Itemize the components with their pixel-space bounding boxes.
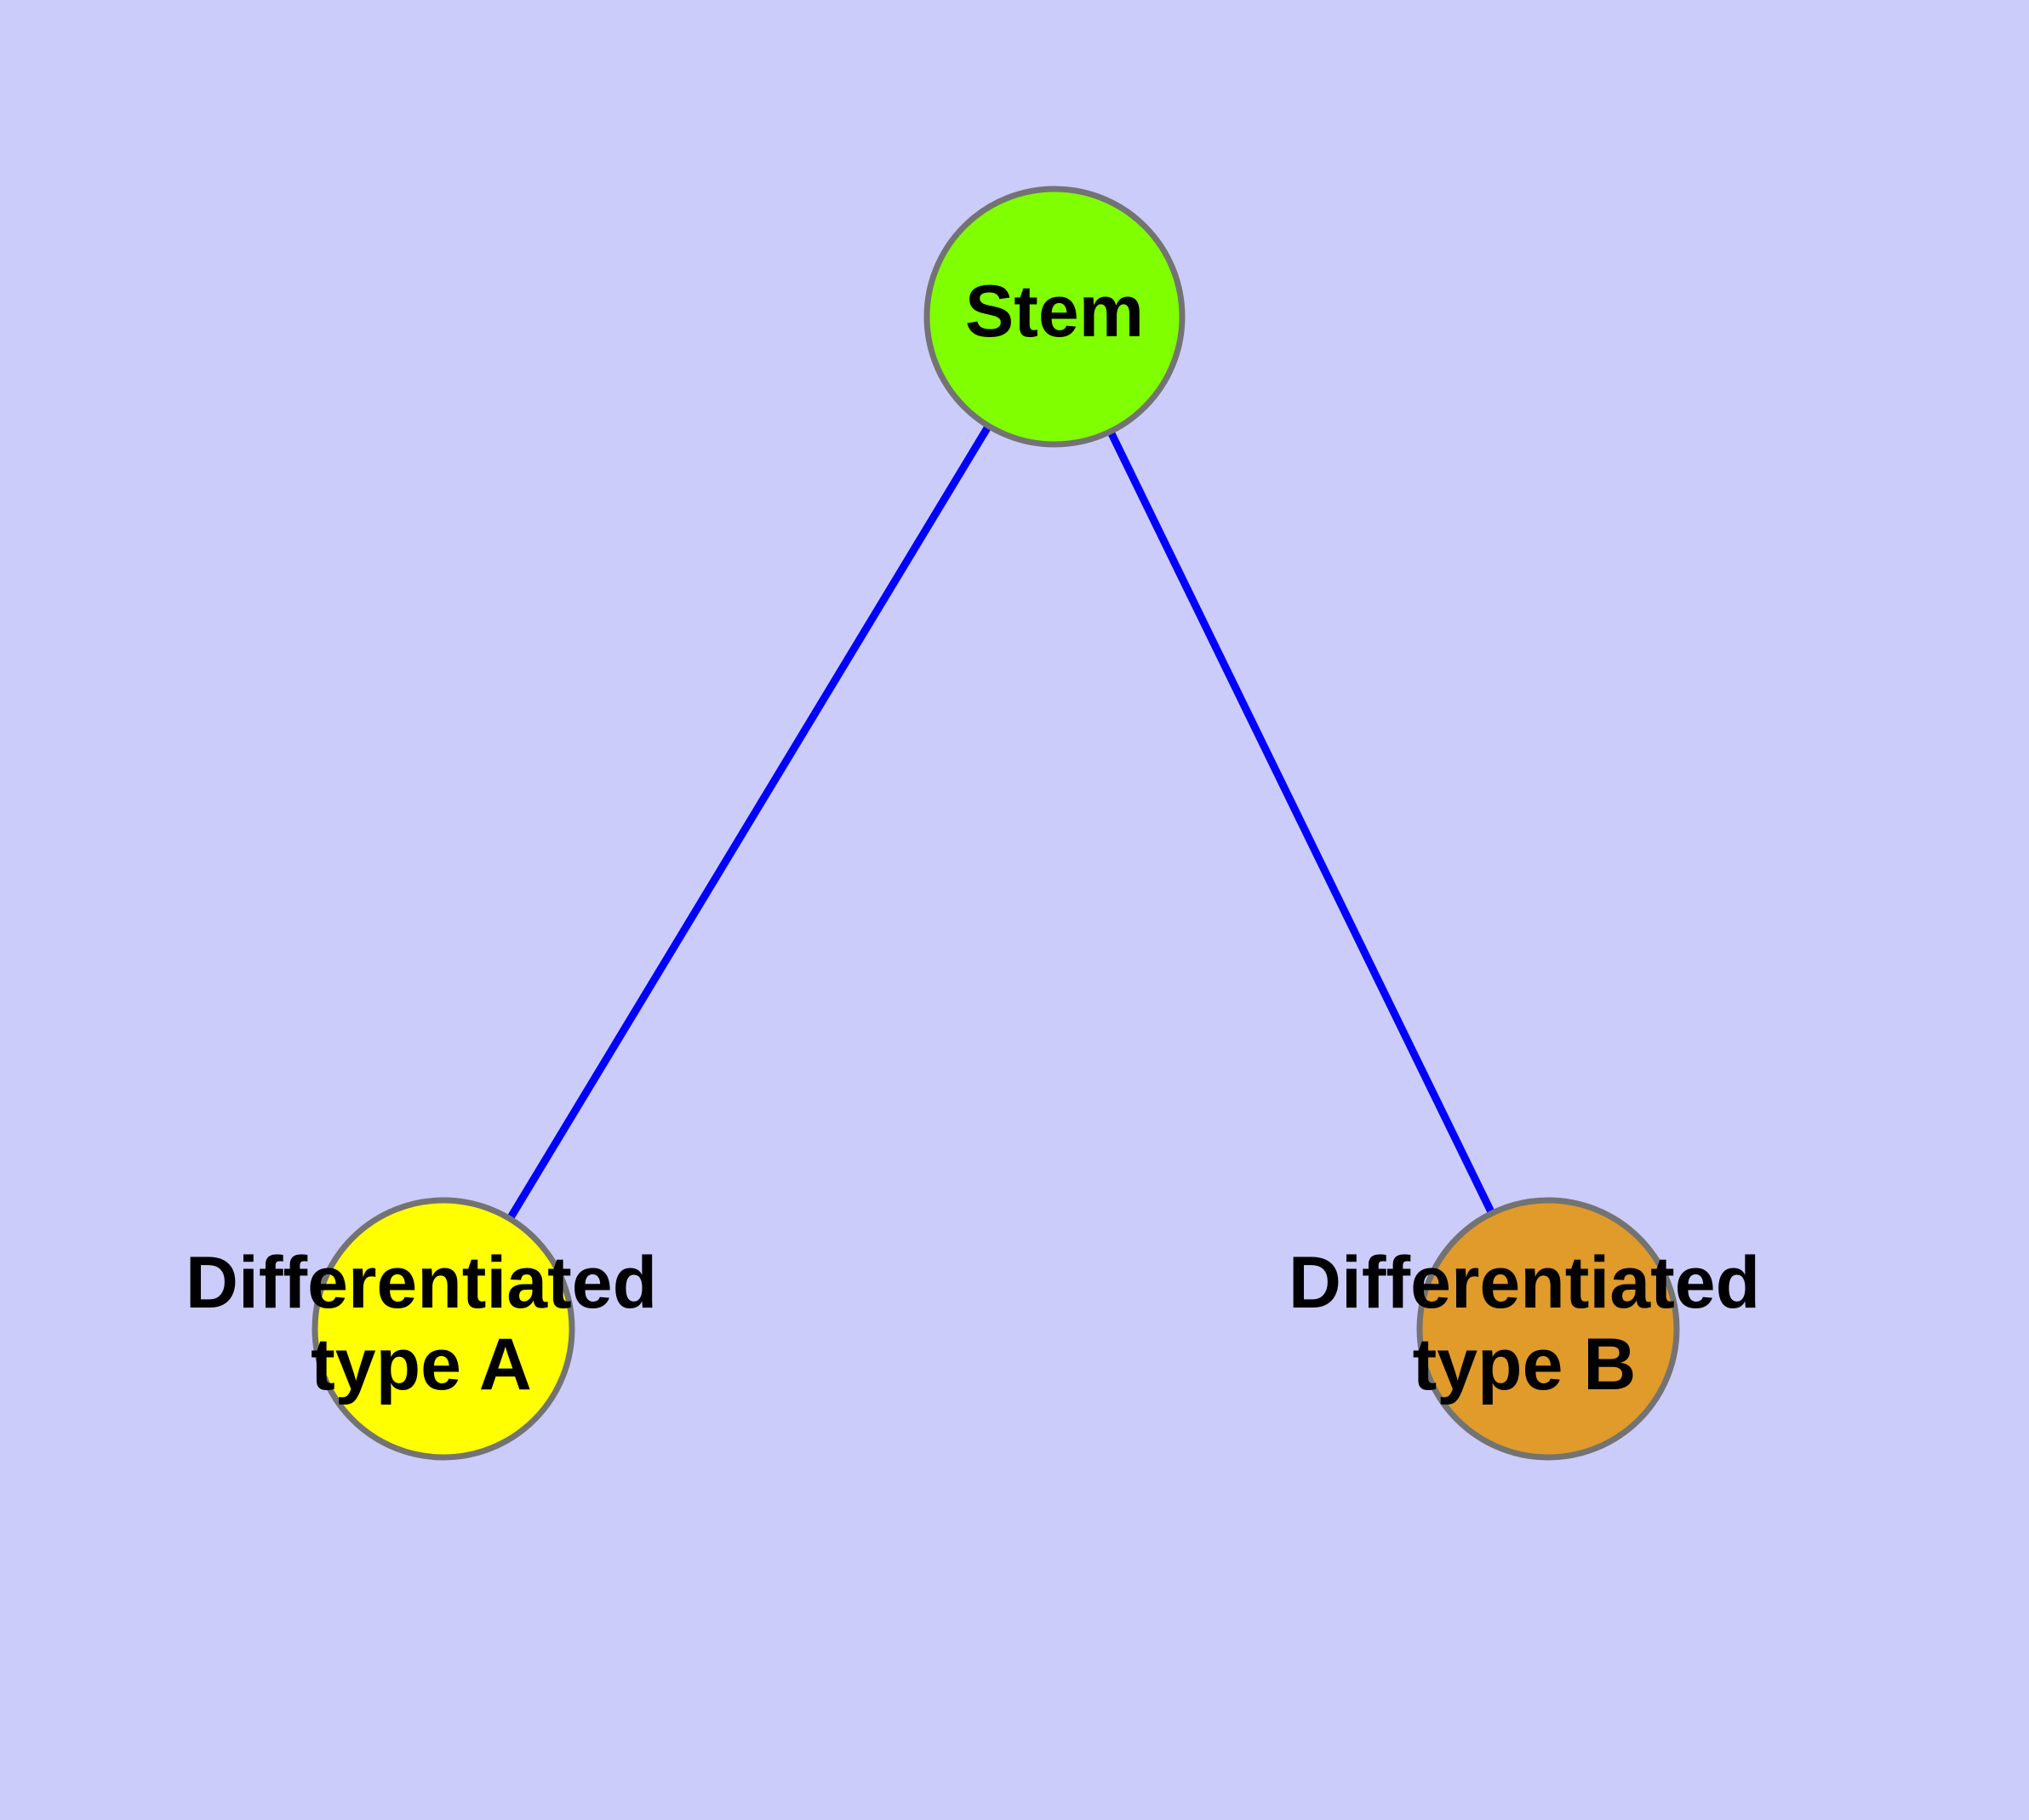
- node-circle-differentiated-type-b[interactable]: [1416, 1197, 1680, 1461]
- edge-layer: [440, 314, 1552, 1331]
- node-circle-stem[interactable]: [923, 186, 1186, 448]
- node-circle-differentiated-type-a[interactable]: [311, 1197, 575, 1461]
- node-label-line: Differentiated: [186, 1242, 657, 1324]
- node-label-stem: Stem: [965, 271, 1144, 352]
- node-layer: [311, 186, 1680, 1461]
- node-label-line: type B: [1413, 1324, 1637, 1405]
- node-label-line: Differentiated: [1289, 1242, 1760, 1324]
- edge-stem-to-differentiated-type-b[interactable]: [1050, 315, 1552, 1331]
- edge-stem-to-differentiated-type-a[interactable]: [440, 314, 1058, 1331]
- node-label-line: Stem: [965, 271, 1144, 352]
- node-label-line: type A: [311, 1324, 532, 1405]
